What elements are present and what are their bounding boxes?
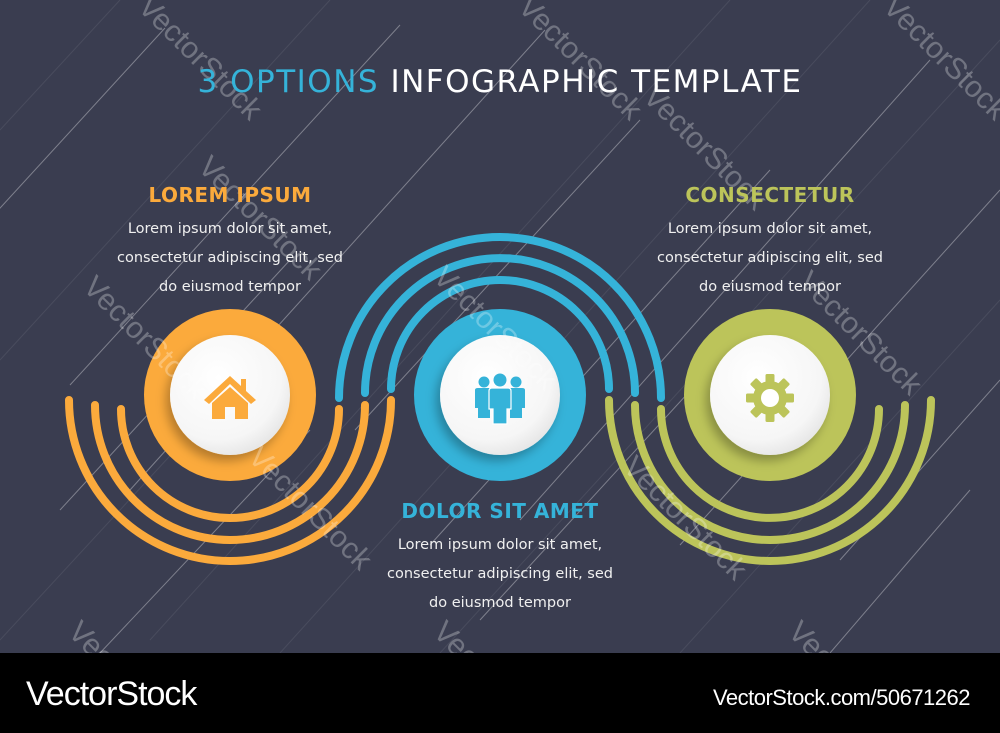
footer-url: VectorStock.com/50671262 [712,685,971,710]
option-3-description: Lorem ipsum dolor sit amet, consectetur … [656,221,883,295]
page-title: 3 OPTIONS INFOGRAPHIC TEMPLATE [0,64,1000,100]
gear-icon [746,374,794,422]
option-3-heading: CONSECTETUR [685,183,855,207]
footer-bar: VectorStock VectorStock.com/50671262 [0,653,1000,733]
footer-brand-logo: VectorStock [26,675,197,713]
option-1-heading: LOREM IPSUM [148,183,312,207]
home-icon [204,376,256,419]
title-rest: INFOGRAPHIC TEMPLATE [390,64,803,100]
title-accent: 3 OPTIONS [197,64,380,100]
diagram-graphic [65,233,935,565]
option-2-description: Lorem ipsum dolor sit amet, consectetur … [386,537,613,611]
option-3-text: CONSECTETUR Lorem ipsum dolor sit amet, … [620,183,920,302]
people-icon [475,373,525,425]
option-1-description: Lorem ipsum dolor sit amet, consectetur … [116,221,343,295]
green-arcs [605,396,935,565]
blue-arcs [335,233,665,402]
orange-arcs [65,396,395,565]
infographic-canvas: VectorStock VectorStock VectorStock Vect… [0,0,1000,653]
option-2-heading: DOLOR SIT AMET [401,499,599,523]
option-2-text: DOLOR SIT AMET Lorem ipsum dolor sit ame… [350,499,650,618]
option-1-text: LOREM IPSUM Lorem ipsum dolor sit amet, … [80,183,380,302]
